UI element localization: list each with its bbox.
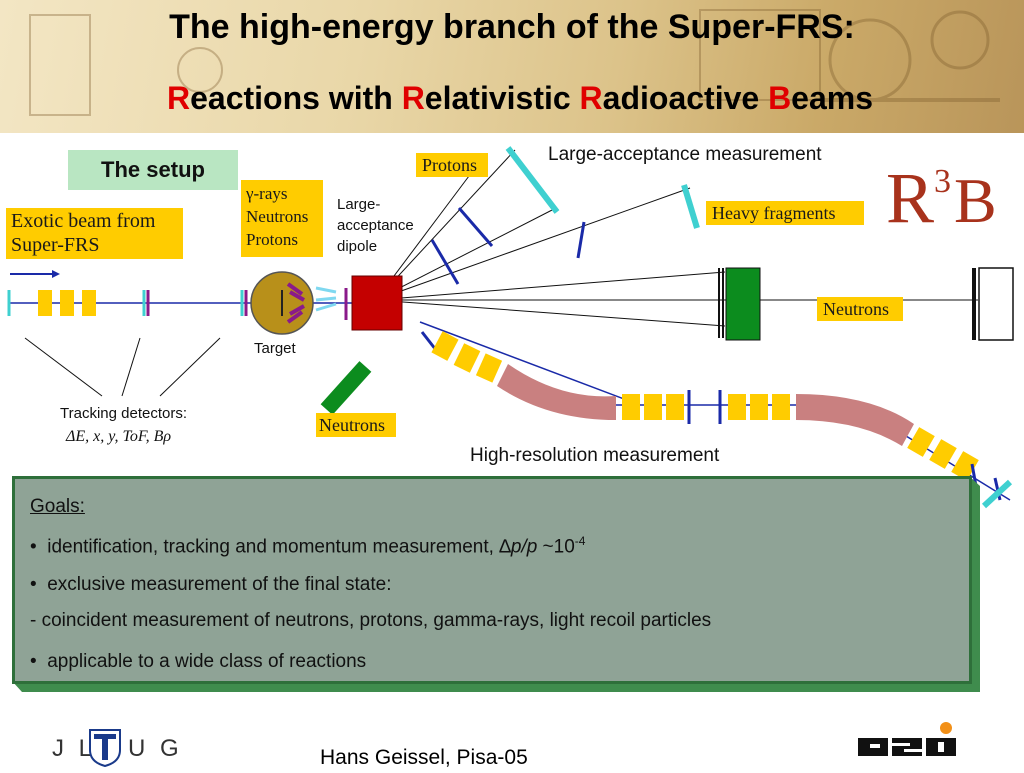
- exotic-beam-label: Exotic beam from Super-FRS: [6, 208, 183, 259]
- bullet-dot: •: [30, 536, 48, 558]
- goal-bullet-1: • identification, tracking and momentum …: [30, 534, 585, 558]
- hr-beam-line: [419, 321, 641, 406]
- tracking-variables: ΔE, x, y, ToF, Bρ: [66, 428, 172, 445]
- subtitle-R3: R: [579, 80, 603, 116]
- jlug-logo: J L U G: [52, 724, 182, 768]
- heavy-fragments-label: Heavy fragments: [706, 201, 864, 225]
- r3b-logo: R 3 B: [884, 158, 1004, 238]
- beam-quadrupole: [60, 290, 74, 316]
- protons-label: Protons: [416, 153, 488, 177]
- tracking-detectors-label: Tracking detectors:: [60, 405, 187, 422]
- hr-quadrupole: [772, 394, 790, 420]
- fan-tracking-detector: [576, 221, 586, 259]
- svg-text:B: B: [954, 165, 997, 232]
- bullet-dot: •: [30, 574, 48, 595]
- svg-text:U G: U G: [128, 735, 182, 762]
- particle-ray: [375, 149, 516, 301]
- goals-heading: Goals:: [30, 496, 85, 517]
- svg-text:R: R: [886, 158, 934, 232]
- hr-quadrupole: [929, 439, 957, 469]
- hr-quadrupole: [728, 394, 746, 420]
- svg-text:J L: J L: [52, 735, 96, 762]
- beam-quadrupole: [38, 290, 52, 316]
- proton-detector: [505, 146, 560, 214]
- page-subtitle: Reactions with Relativistic Radioactive …: [0, 80, 1024, 117]
- high-resolution-label: High-resolution measurement: [470, 445, 720, 466]
- goal-1-suffix: ~10: [537, 536, 575, 558]
- target-detector: [286, 282, 304, 296]
- neutrons-text: Neutrons: [246, 207, 309, 226]
- beam-arrow-head: [52, 270, 60, 278]
- hr-dipole: [497, 364, 616, 420]
- particle-ray: [375, 187, 691, 301]
- hr-quadrupole: [907, 427, 935, 457]
- hr-dipole: [796, 394, 914, 446]
- tracking-pointer: [24, 337, 103, 397]
- hr-quadrupole: [644, 394, 662, 420]
- hr-quadrupole: [431, 331, 459, 361]
- goal-1-delta: ∆: [499, 536, 511, 558]
- gsi-logo: [856, 720, 966, 760]
- author-footer: Hans Geissel, Pisa-05: [320, 746, 528, 769]
- target-detector: [289, 290, 305, 302]
- particles-list-label: γ-rays Neutrons Protons: [241, 180, 323, 257]
- particle-ray: [375, 299, 726, 327]
- gamma-rays-text: γ-rays: [246, 184, 288, 203]
- goals-panel: Goals: • identification, tracking and mo…: [12, 476, 980, 692]
- goals-panel-face: [12, 476, 972, 684]
- tracking-pointer: [159, 337, 221, 397]
- hr-quadrupole: [750, 394, 768, 420]
- dipole-magnet: [351, 275, 403, 331]
- subtitle-text1: eactions with: [190, 80, 402, 116]
- tracking-pointer: [121, 337, 141, 397]
- target-detector: [289, 304, 305, 316]
- subtitle-text3: adioactive: [602, 80, 769, 116]
- hr-tracking-detector: [993, 477, 1002, 501]
- setup-label: The setup: [68, 150, 238, 190]
- neutron-detector: [978, 267, 1014, 341]
- protons-text: Protons: [246, 230, 298, 249]
- goal-2-text: exclusive measurement of the final state…: [47, 574, 392, 595]
- banner-background-image: [29, 9, 1000, 116]
- subtitle-text4: eams: [791, 80, 874, 116]
- dipole-label: Large-acceptance dipole: [337, 196, 414, 255]
- hr-quadrupole: [666, 394, 684, 420]
- neutron-detector-low: [320, 361, 372, 415]
- heavy-fragment-wall: [725, 267, 761, 341]
- target-detector: [286, 310, 304, 324]
- subtitle-R2: R: [401, 80, 425, 116]
- subtitle-R1: R: [166, 80, 191, 116]
- hr-quadrupole: [453, 343, 481, 373]
- fragment-detector: [681, 184, 700, 229]
- goal-1-exponent: -4: [574, 534, 586, 548]
- goal-bullet-2: • exclusive measurement of the final sta…: [30, 574, 392, 596]
- goal-bullet-3: • applicable to a wide class of reaction…: [30, 651, 366, 673]
- large-acceptance-label: Large-acceptance measurement: [548, 144, 822, 165]
- fan-tracking-detector: [430, 239, 460, 285]
- neutrons-bottom-label: Neutrons: [316, 413, 396, 437]
- title-banner: The high-energy branch of the Super-FRS:…: [0, 0, 1024, 133]
- svg-text:3: 3: [934, 163, 951, 200]
- subtitle-text2: elativistic: [424, 80, 580, 116]
- goal-1-text: identification, tracking and momentum me…: [47, 536, 500, 558]
- neutrons-right-label: Neutrons: [817, 297, 903, 321]
- goal-sub-item: - coincident measurement of neutrons, pr…: [30, 610, 712, 631]
- hr-quadrupole: [475, 353, 503, 383]
- target-label: Target: [254, 340, 296, 357]
- particle-ray: [375, 207, 557, 301]
- hr-tracking-detector: [420, 331, 438, 351]
- hr-quadrupole: [622, 394, 640, 420]
- page-title: The high-energy branch of the Super-FRS:: [169, 8, 855, 46]
- beam-focus-mark: [315, 286, 337, 312]
- particle-ray: [375, 271, 726, 301]
- fan-tracking-detector: [457, 207, 494, 247]
- bullet-dot: •: [30, 651, 48, 672]
- goal-1-ratio: p/p: [510, 536, 538, 558]
- hr-quadrupole: [951, 451, 979, 481]
- beam-quadrupole: [82, 290, 96, 316]
- hr-end-detector: [981, 479, 1013, 509]
- subtitle-B: B: [768, 80, 792, 116]
- goal-3-text: applicable to a wide class of reactions: [47, 651, 367, 672]
